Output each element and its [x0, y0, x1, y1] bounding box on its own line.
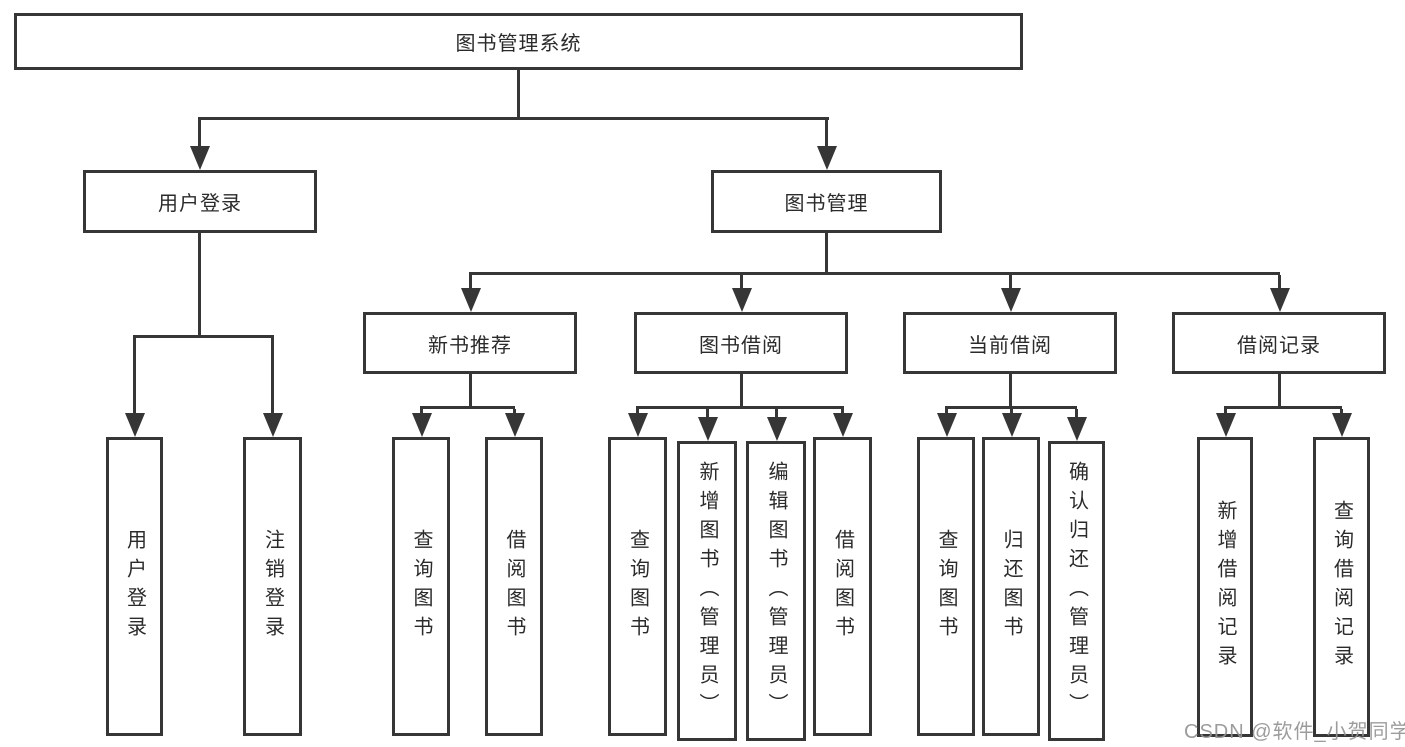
node-label: 用户登录 — [123, 528, 146, 645]
node-label: 查询借阅记录 — [1330, 500, 1353, 674]
connector-line — [636, 406, 844, 409]
leaf-logout: 注销登录 — [243, 437, 302, 736]
node-label: 查询图书 — [410, 528, 432, 645]
leaf-query-books-3: 查询图书 — [917, 437, 975, 736]
csdn-watermark: CSDN @软件_小贺同学 — [1184, 721, 1405, 743]
arrow-down-icon — [816, 120, 837, 170]
leaf-query-borrow-record: 查询借阅记录 — [1313, 437, 1370, 737]
node-user-login: 用户登录 — [83, 170, 317, 233]
arrow-down-icon — [1066, 409, 1087, 441]
connector-line — [1278, 374, 1281, 409]
arrow-down-icon — [124, 338, 145, 437]
leaf-add-borrow-record: 新增借阅记录 — [1197, 437, 1253, 737]
connector-line — [517, 70, 520, 120]
node-book-management: 图书管理 — [711, 170, 942, 233]
node-label: 确认归还（管理员） — [1065, 460, 1088, 722]
node-label: 图书借阅 — [699, 334, 783, 357]
connector-line — [1009, 374, 1012, 409]
connector-line — [825, 233, 828, 275]
node-label: 新书推荐 — [428, 334, 512, 357]
node-book-borrow: 图书借阅 — [634, 312, 848, 374]
connector-line — [420, 406, 515, 409]
node-new-book-recommend: 新书推荐 — [363, 312, 577, 374]
node-label: 当前借阅 — [968, 334, 1052, 357]
node-label: 新增借阅记录 — [1214, 500, 1236, 674]
arrow-down-icon — [936, 409, 957, 437]
leaf-confirm-return-admin: 确认归还（管理员） — [1048, 441, 1105, 741]
node-label: 借阅图书 — [503, 528, 525, 645]
node-label: 借阅记录 — [1237, 334, 1321, 357]
node-label: 借阅图书 — [831, 528, 854, 645]
leaf-borrow-books-2: 借阅图书 — [813, 437, 872, 736]
connector-line — [1224, 406, 1342, 409]
node-current-borrow: 当前借阅 — [903, 312, 1117, 374]
leaf-add-books-admin: 新增图书（管理员） — [677, 441, 737, 741]
node-label: 编辑图书（管理员） — [765, 460, 787, 722]
node-label: 图书管理系统 — [455, 33, 582, 55]
leaf-query-books-2: 查询图书 — [608, 437, 667, 736]
node-root: 图书管理系统 — [14, 13, 1023, 70]
arrow-down-icon — [731, 275, 752, 312]
node-label: 查询图书 — [626, 528, 649, 645]
connector-line — [198, 117, 829, 120]
leaf-query-books-1: 查询图书 — [392, 437, 450, 736]
arrow-down-icon — [697, 409, 718, 441]
arrow-down-icon — [411, 409, 432, 437]
arrow-down-icon — [460, 275, 481, 312]
arrow-down-icon — [1215, 409, 1236, 437]
arrow-down-icon — [1000, 275, 1021, 312]
arrow-down-icon — [1269, 275, 1290, 312]
arrow-down-icon — [766, 409, 787, 441]
arrow-down-icon — [1001, 409, 1022, 437]
arrow-down-icon — [1331, 409, 1352, 437]
node-label: 查询图书 — [935, 528, 957, 645]
node-label: 归还图书 — [1000, 528, 1022, 645]
node-label: 用户登录 — [158, 193, 242, 215]
leaf-borrow-books-1: 借阅图书 — [485, 437, 543, 736]
arrow-down-icon — [832, 409, 853, 437]
node-label: 图书管理 — [784, 193, 869, 215]
leaf-user-login: 用户登录 — [106, 437, 163, 736]
connector-line — [133, 335, 274, 338]
connector-line — [469, 272, 1280, 275]
connector-line — [945, 406, 1077, 409]
node-borrow-records: 借阅记录 — [1172, 312, 1386, 374]
connector-line — [740, 374, 743, 409]
connector-line — [469, 374, 472, 409]
leaf-return-books: 归还图书 — [982, 437, 1040, 736]
connector-line — [198, 233, 201, 338]
arrow-down-icon — [262, 338, 283, 437]
node-label: 注销登录 — [261, 528, 284, 645]
node-label: 新增图书（管理员） — [696, 460, 718, 722]
arrow-down-icon — [189, 120, 210, 170]
arrow-down-icon — [504, 409, 525, 437]
leaf-edit-books-admin: 编辑图书（管理员） — [746, 441, 806, 741]
arrow-down-icon — [627, 409, 648, 437]
